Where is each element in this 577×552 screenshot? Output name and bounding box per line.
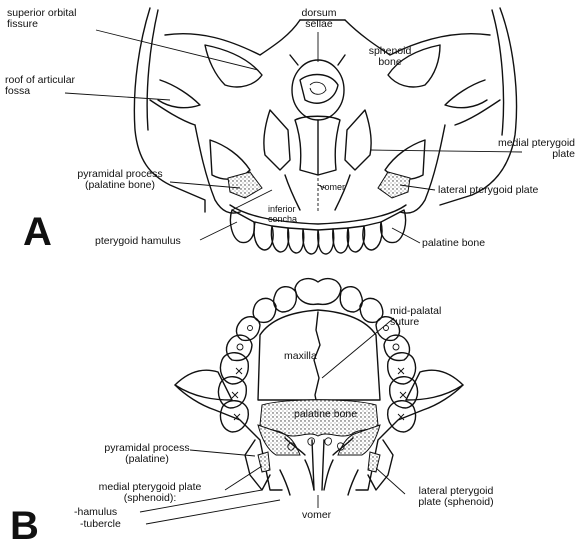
label-vomer-a: vomer: [320, 182, 345, 192]
panel-b-letter: B: [10, 506, 39, 546]
label-sphenoid-bone: sphenoid bone: [360, 46, 420, 68]
label-medial-pterygoid-plate-b: medial pterygoid plate (sphenoid):: [75, 482, 225, 504]
label-maxilla: maxilla: [284, 351, 317, 362]
label-tubercle: -tubercle: [80, 519, 121, 530]
label-hamulus: -hamulus: [74, 507, 117, 518]
label-palatine-bone-b: palatine bone: [294, 409, 357, 420]
label-lateral-pterygoid-plate-b: lateral pterygoid plate (sphenoid): [398, 486, 514, 508]
label-pyramidal-process-a: pyramidal process (palatine bone): [64, 169, 176, 191]
label-lateral-pterygoid-plate-a: lateral pterygoid plate: [438, 185, 538, 196]
label-mid-palatal-suture: mid-palatal suture: [390, 306, 441, 328]
label-inferior-concha: inferior concha: [268, 204, 297, 224]
label-pyramidal-process-b: pyramidal process (palatine): [92, 443, 202, 465]
label-pterygoid-hamulus: pterygoid hamulus: [95, 236, 181, 247]
label-roof-of-articular-fossa: roof of articular fossa: [5, 75, 75, 97]
label-dorsum-sellae: dorsum sellae: [296, 8, 342, 30]
panel-a-letter: A: [23, 212, 52, 252]
label-medial-pterygoid-plate: medial pterygoid plate: [475, 138, 575, 160]
label-palatine-bone-a: palatine bone: [422, 238, 485, 249]
label-superior-orbital-fissure: superior orbital fissure: [7, 8, 76, 30]
panel-a-drawing: [134, 8, 516, 254]
label-vomer-b: vomer: [302, 510, 331, 521]
